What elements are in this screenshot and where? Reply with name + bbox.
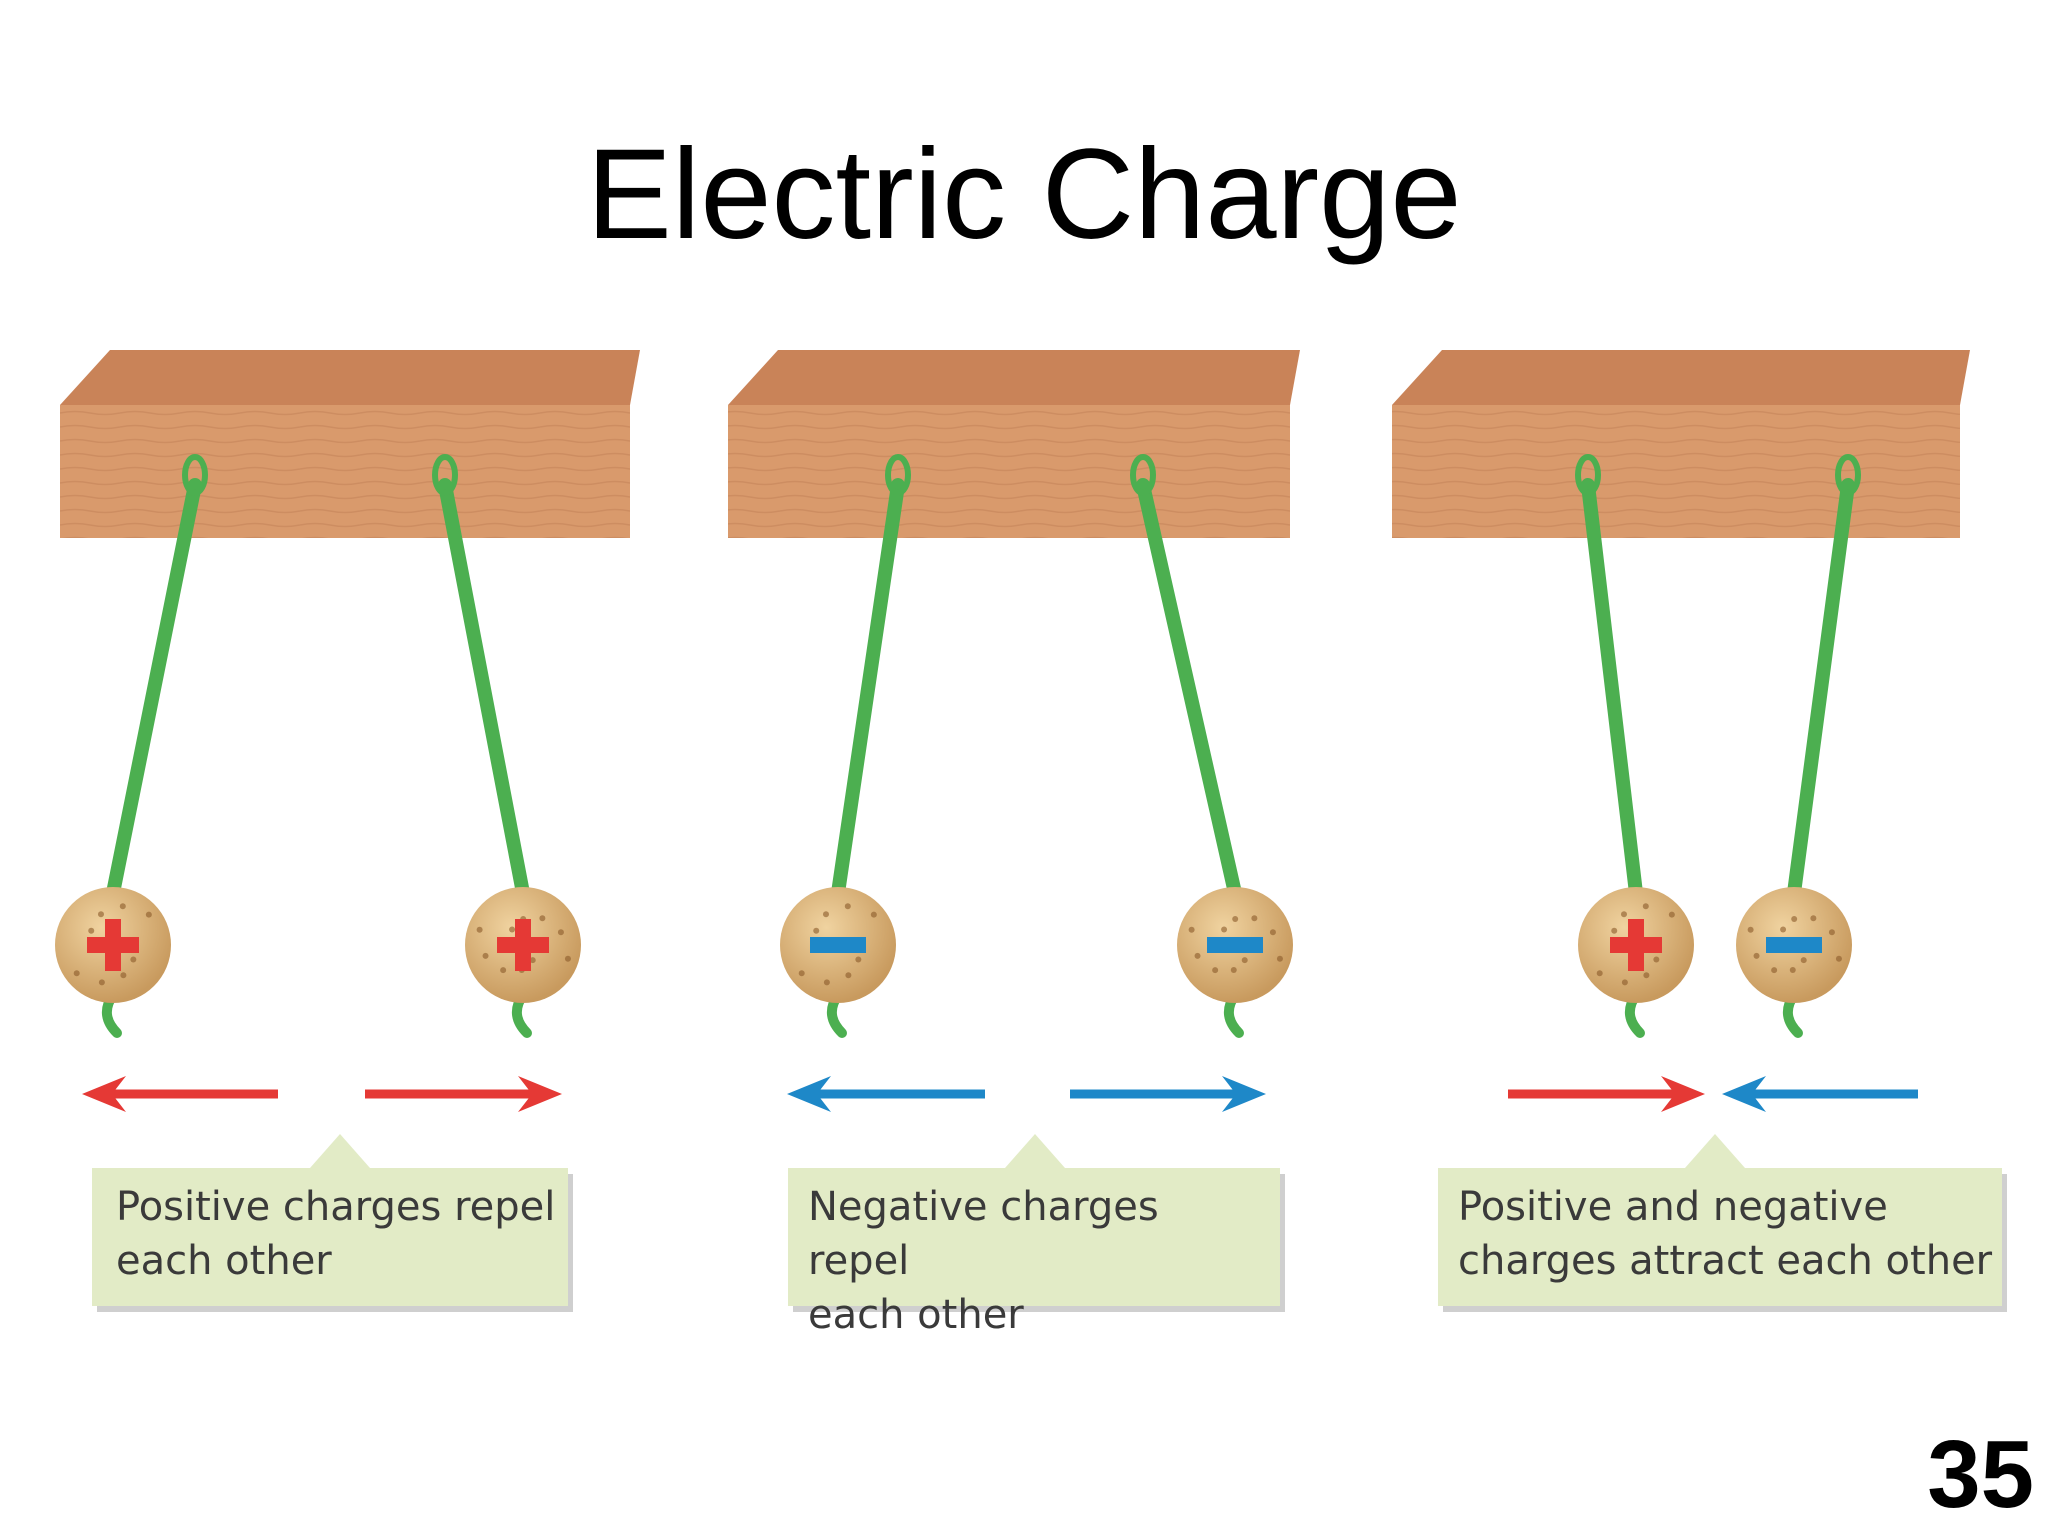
string-knot — [1575, 454, 1601, 496]
panel-1 — [55, 350, 640, 1312]
ball-speck — [845, 972, 852, 979]
plus-sign — [497, 919, 549, 971]
ball-speck — [1194, 952, 1201, 959]
ball-speck — [1596, 970, 1603, 977]
slide-title: Electric Charge — [586, 123, 1462, 266]
ball-speck — [539, 915, 546, 922]
string — [1136, 478, 1242, 900]
minus-sign — [1766, 937, 1822, 953]
string — [106, 478, 202, 900]
wooden-block — [728, 405, 1290, 538]
ball-speck — [88, 927, 95, 934]
arrow-left-icon — [787, 1076, 985, 1112]
ball-speck — [1212, 967, 1219, 974]
string — [1787, 478, 1855, 900]
caption-pointer — [310, 1134, 370, 1168]
ball-speck — [73, 970, 80, 977]
arrow-right-icon — [1508, 1076, 1705, 1112]
ball-speck — [823, 979, 830, 986]
ball-speck — [130, 956, 137, 963]
ball-speck — [1643, 972, 1650, 979]
caption-box — [1438, 1168, 2002, 1306]
arrow-left-icon — [1722, 1076, 1918, 1112]
ball-speck — [1241, 957, 1248, 964]
ball-speck — [798, 970, 805, 977]
ball-speck — [482, 952, 489, 959]
ball-speck — [1835, 955, 1842, 962]
ball-speck — [1611, 927, 1618, 934]
caption-attract: Positive and negative charges attract ea… — [1458, 1184, 1993, 1284]
string-knot — [182, 454, 208, 496]
ball-speck — [1188, 926, 1195, 933]
caption-pointer — [1005, 1134, 1065, 1168]
caption-box — [788, 1168, 1280, 1306]
ball-speck — [1621, 979, 1628, 986]
ball-speck — [813, 927, 820, 934]
ball-speck — [476, 926, 483, 933]
arrow-right-icon — [365, 1076, 562, 1112]
ball-speck — [500, 967, 507, 974]
panel-3 — [1392, 350, 2007, 1312]
page-number: 35 — [1927, 1421, 2034, 1528]
ball-speck — [844, 903, 851, 910]
plus-sign — [1610, 919, 1662, 971]
wooden-block — [1392, 405, 1960, 538]
ball-speck — [1668, 911, 1675, 918]
ball-speck — [1620, 911, 1627, 918]
minus-sign — [810, 937, 866, 953]
ball-speck — [1269, 929, 1276, 936]
string-knot — [432, 454, 458, 496]
minus-sign — [1207, 937, 1263, 953]
ball-speck — [1642, 903, 1649, 910]
ball-speck — [1232, 916, 1239, 923]
string — [438, 478, 530, 900]
ball-speck — [822, 911, 829, 918]
string-knot — [1835, 454, 1861, 496]
ball-speck — [1828, 929, 1835, 936]
ball-speck — [1780, 926, 1787, 933]
ball-speck — [1276, 955, 1283, 962]
ball-speck — [564, 955, 571, 962]
string-knot — [1130, 454, 1156, 496]
caption-negative-repel: Negative charges repel each other — [808, 1184, 1159, 1338]
ball-speck — [529, 957, 536, 964]
plus-sign — [87, 919, 139, 971]
ball-speck — [97, 911, 104, 918]
ball-speck — [98, 979, 105, 986]
ball-speck — [1789, 966, 1796, 973]
caption-pointer — [1685, 1134, 1745, 1168]
block-top — [728, 350, 1300, 405]
ball-speck — [509, 926, 516, 933]
arrow-right-icon — [1070, 1076, 1266, 1112]
ball-speck — [1653, 956, 1660, 963]
string — [831, 478, 905, 900]
ball-speck — [1791, 916, 1798, 923]
block-top — [1392, 350, 1970, 405]
ball-speck — [119, 903, 126, 910]
ball-speck — [1810, 915, 1817, 922]
caption-positive-repel: Positive charges repel each other — [116, 1184, 556, 1284]
ball-speck — [1747, 926, 1754, 933]
ball-speck — [120, 972, 127, 979]
caption-box — [92, 1168, 568, 1306]
ball-speck — [1771, 967, 1778, 974]
ball-speck — [557, 929, 564, 936]
wooden-block — [60, 405, 630, 538]
string-knot — [885, 454, 911, 496]
ball-speck — [1800, 957, 1807, 964]
string — [1581, 478, 1643, 900]
ball-speck — [1221, 926, 1228, 933]
panel-2 — [728, 350, 1300, 1312]
ball-speck — [145, 911, 152, 918]
ball-speck — [855, 956, 862, 963]
arrow-left-icon — [82, 1076, 278, 1112]
ball-speck — [1753, 952, 1760, 959]
ball-speck — [870, 911, 877, 918]
block-top — [60, 350, 640, 405]
ball-speck — [1251, 915, 1258, 922]
ball-speck — [1230, 966, 1237, 973]
